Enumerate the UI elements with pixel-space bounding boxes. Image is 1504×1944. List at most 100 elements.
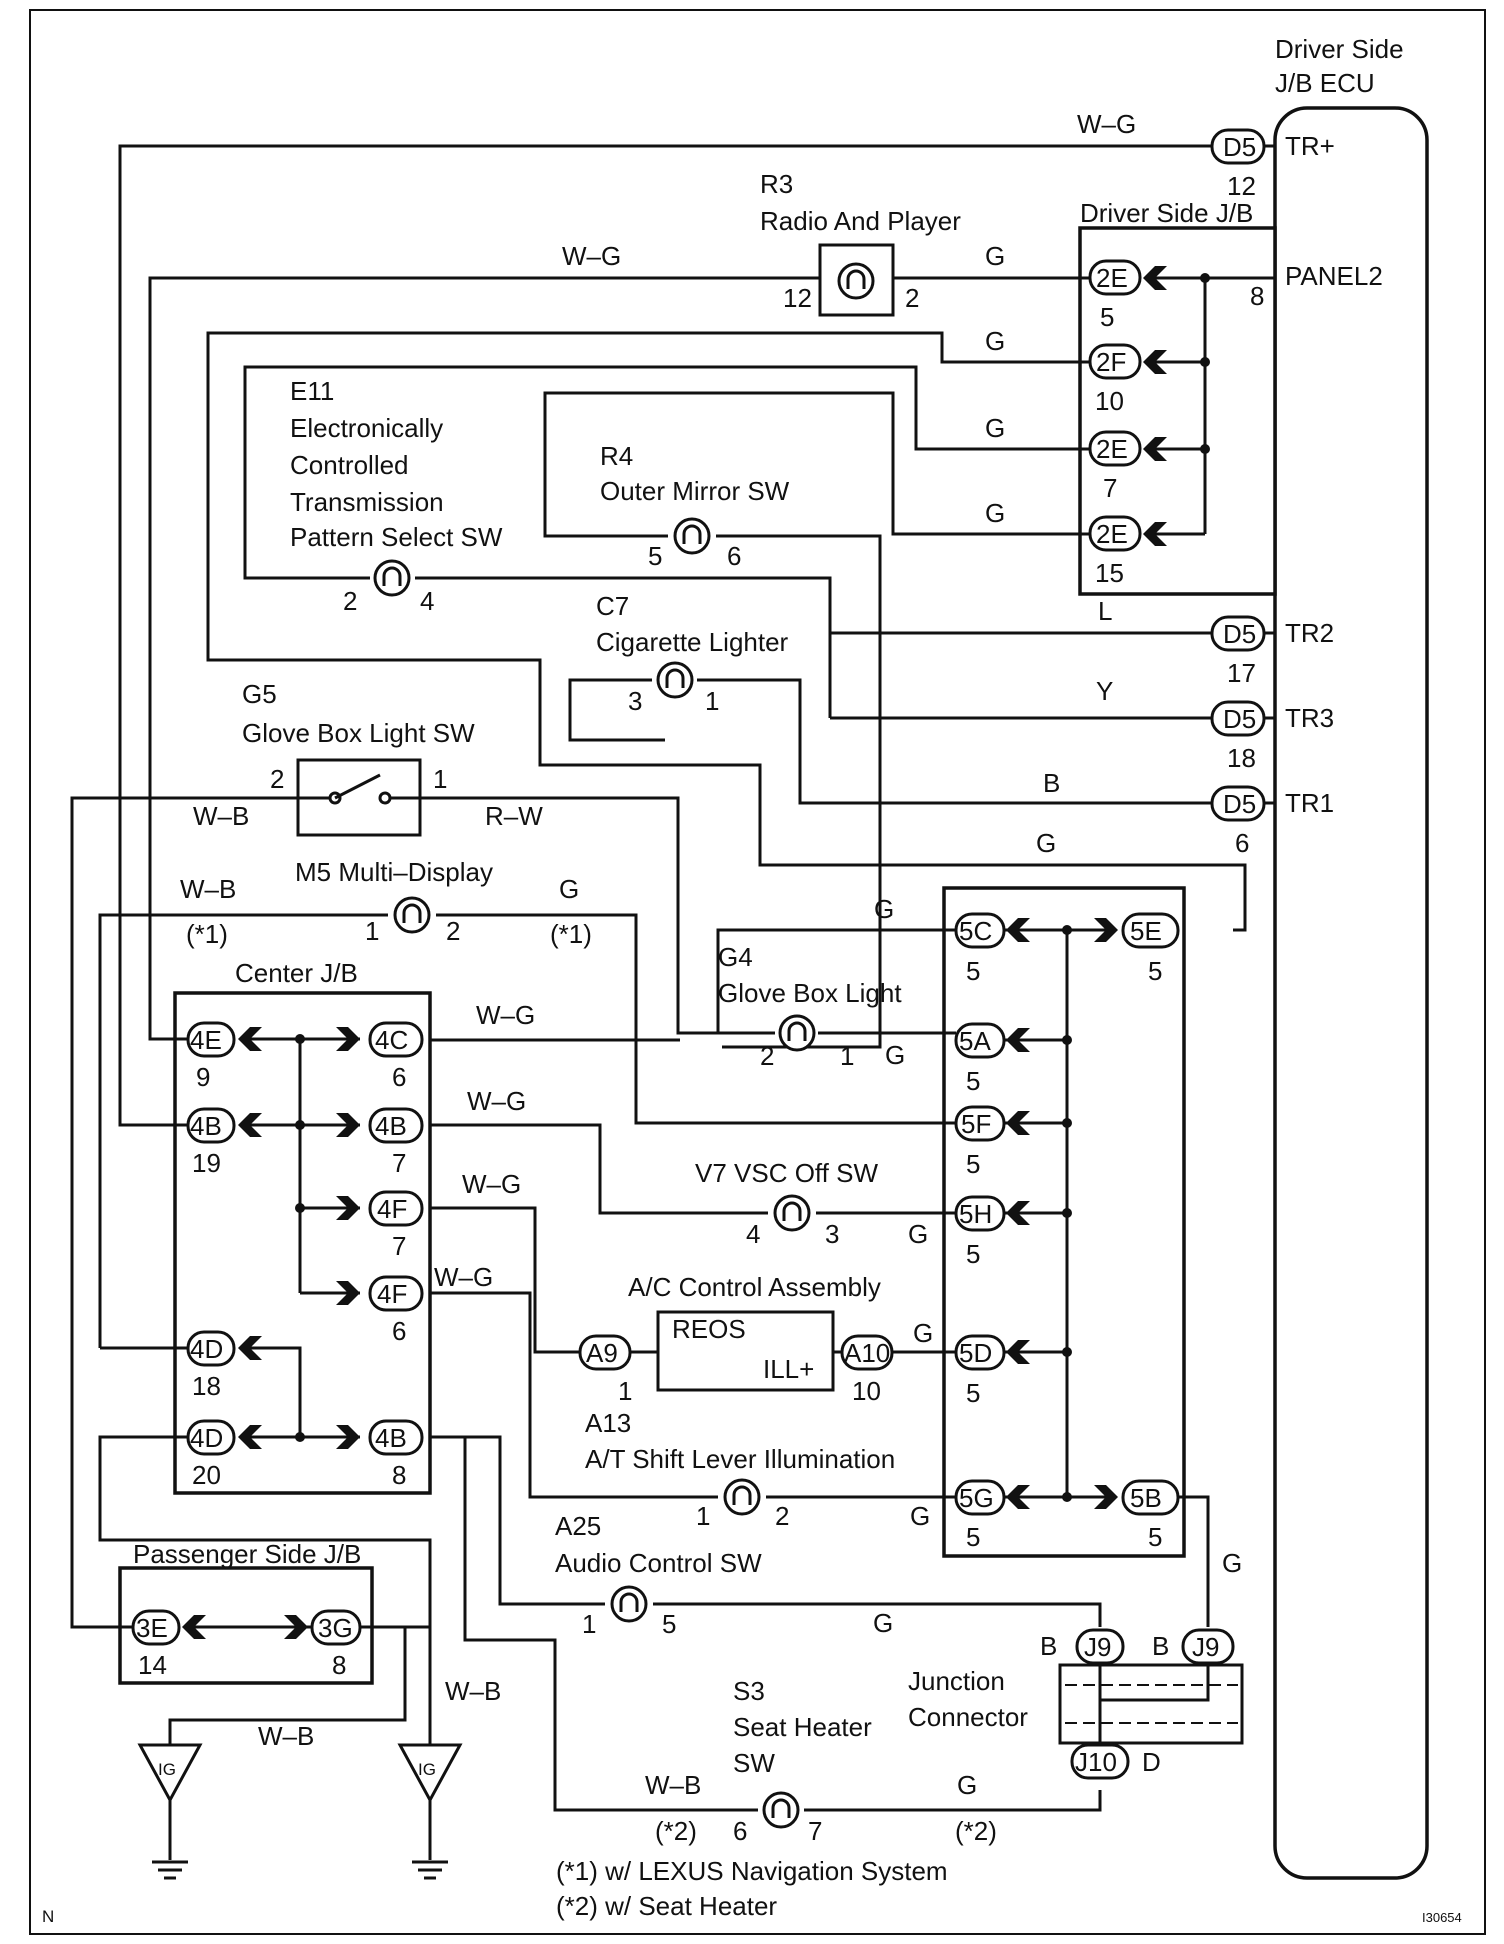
wire-color: G (873, 1608, 893, 1638)
pin-tr3: TR3 (1285, 703, 1334, 733)
r3-pin: 12 (783, 283, 812, 313)
conn-label: 4B (375, 1111, 407, 1141)
conn-pin: 5 (966, 1149, 980, 1179)
conn-label: 4F (377, 1279, 407, 1309)
conn-pin: 8 (332, 1650, 346, 1680)
ac-reos: REOS (672, 1314, 746, 1344)
a25-name: Audio Control SW (555, 1548, 762, 1578)
wire-color: W–B (258, 1721, 314, 1751)
a10-label: A10 (844, 1338, 890, 1368)
m5-pin: 2 (446, 916, 460, 946)
ecu-title-1: Driver Side (1275, 34, 1404, 64)
e11-pin: 2 (343, 586, 357, 616)
conn-label: 4B (375, 1423, 407, 1453)
conn-pin: 15 (1095, 558, 1124, 588)
junction-b: B (1152, 1631, 1169, 1661)
conn-pin: 5 (1148, 1522, 1162, 1552)
glove-box-switch (296, 758, 422, 837)
conn-label: 5A (959, 1026, 991, 1056)
shift-lever-lamp-icon (723, 1478, 761, 1516)
a25-pin: 5 (662, 1609, 676, 1639)
conn-label: 2E (1096, 519, 1128, 549)
corner-n: N (42, 1907, 54, 1926)
ac-name: A/C Control Assembly (628, 1272, 881, 1302)
c7-name: Cigarette Lighter (596, 627, 789, 657)
g4-name: Glove Box Light (718, 978, 902, 1008)
seat-heater-lamp-icon (762, 1791, 800, 1829)
r4-name: Outer Mirror SW (600, 476, 790, 506)
a13-pin: 1 (696, 1501, 710, 1531)
wire-color: W–B (645, 1770, 701, 1800)
conn-pin: 7 (392, 1231, 406, 1261)
conn-pin: 18 (192, 1371, 221, 1401)
conn-pin: 19 (192, 1148, 221, 1178)
c7-pin: 1 (705, 686, 719, 716)
conn-label: 3G (318, 1613, 353, 1643)
conn-label: 5B (1130, 1483, 1162, 1513)
a13-pin: 2 (775, 1501, 789, 1531)
v7-pin: 4 (746, 1219, 760, 1249)
e11-line: Controlled (290, 450, 409, 480)
s3-line: Seat Heater (733, 1712, 872, 1742)
d5-pin: 18 (1227, 743, 1256, 773)
wire-color: G (985, 241, 1005, 271)
pin-panel2: PANEL2 (1285, 261, 1383, 291)
conn-pin: 14 (138, 1650, 167, 1680)
wire-color: G (908, 1219, 928, 1249)
conn-label: 5G (959, 1483, 994, 1513)
wire-color: W–G (462, 1169, 521, 1199)
conn-label: 5D (959, 1338, 992, 1368)
g4-pin: 1 (840, 1041, 854, 1071)
g5-name: Glove Box Light SW (242, 718, 475, 748)
wire-color: G (874, 894, 894, 924)
j9-label: J9 (1084, 1632, 1111, 1662)
center-jb-title: Center J/B (235, 958, 358, 988)
conn-pin: 9 (196, 1062, 210, 1092)
e11-pin: 4 (420, 586, 434, 616)
a9-label: A9 (586, 1338, 618, 1368)
wires (70, 144, 1275, 1860)
conn-label: 2E (1096, 434, 1128, 464)
wire-color: W–G (476, 1000, 535, 1030)
d5-label: D5 (1223, 704, 1256, 734)
wire-note: (*1) (186, 919, 228, 949)
conn-pin: 6 (392, 1062, 406, 1092)
vsc-off-lamp-icon (773, 1194, 811, 1232)
pin-tr1: TR1 (1285, 788, 1334, 818)
frame (29, 9, 1486, 1935)
conn-pin: 20 (192, 1460, 221, 1490)
ground-right (397, 1743, 463, 1880)
j9-label: J9 (1192, 1632, 1219, 1662)
note-2: (*2) w/ Seat Heater (556, 1891, 777, 1921)
a13-name: A/T Shift Lever Illumination (585, 1444, 895, 1474)
wire-color: G (559, 874, 579, 904)
pin-tr-plus: TR+ (1285, 131, 1335, 161)
junction-connector (1058, 1663, 1244, 1745)
conn-pin: 5 (966, 1066, 980, 1096)
r3-code: R3 (760, 169, 793, 199)
ground-left (137, 1743, 203, 1880)
conn-label: 2E (1096, 263, 1128, 293)
s3-line: SW (733, 1748, 775, 1778)
r4-pin: 5 (648, 541, 662, 571)
conn-label: 4D (190, 1334, 223, 1364)
audio-control-lamp-icon (610, 1585, 648, 1623)
conn-pin: 5 (966, 1378, 980, 1408)
multi-display-lamp-icon (393, 896, 431, 934)
conn-label: 3E (136, 1613, 168, 1643)
v7-pin: 3 (825, 1219, 839, 1249)
a25-pin: 1 (582, 1609, 596, 1639)
conn-label: 4C (375, 1025, 408, 1055)
conn-label: 5C (959, 916, 992, 946)
conn-label: 4E (190, 1025, 222, 1055)
center-jb (173, 991, 432, 1495)
c7-pin: 3 (628, 686, 642, 716)
conn-pin: 5 (966, 1522, 980, 1552)
panel-pin: 8 (1250, 281, 1264, 311)
d5-label: D5 (1223, 132, 1256, 162)
g4-code: G4 (718, 942, 753, 972)
conn-label: 4F (377, 1194, 407, 1224)
conn-pin: 6 (392, 1316, 406, 1346)
g5-code: G5 (242, 679, 277, 709)
a25-code: A25 (555, 1511, 601, 1541)
